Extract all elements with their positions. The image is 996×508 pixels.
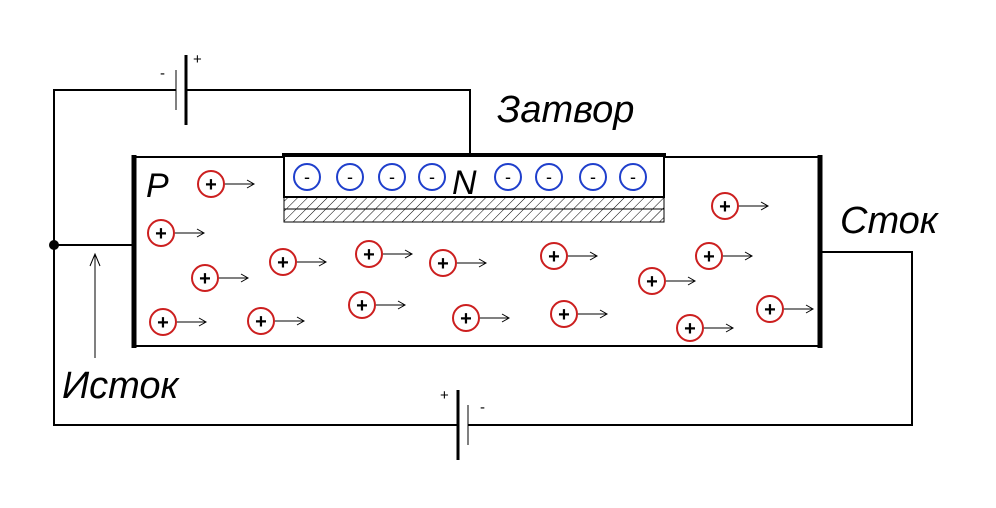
hole: + bbox=[695, 242, 754, 270]
hole: + bbox=[452, 304, 511, 332]
svg-text:+: + bbox=[646, 271, 658, 293]
electron: - bbox=[336, 163, 364, 191]
gate-label: Затвор bbox=[497, 89, 634, 131]
svg-text:+: + bbox=[157, 312, 169, 334]
hole: + bbox=[348, 291, 407, 319]
hole: + bbox=[711, 192, 770, 220]
electron: - bbox=[378, 163, 406, 191]
svg-text:+: + bbox=[277, 252, 289, 274]
hole: + bbox=[355, 240, 414, 268]
battery-top-minus: - bbox=[160, 65, 165, 82]
hole: + bbox=[149, 308, 208, 336]
hole: + bbox=[756, 295, 815, 323]
source-label: Исток bbox=[62, 365, 181, 407]
svg-text:+: + bbox=[548, 246, 560, 268]
electron: - bbox=[619, 163, 647, 191]
p-region-label: P bbox=[146, 167, 169, 205]
battery-top-plus: + bbox=[193, 51, 202, 68]
svg-text:+: + bbox=[460, 308, 472, 330]
hole: + bbox=[197, 170, 256, 198]
drain-label: Сток bbox=[840, 200, 940, 242]
svg-text:-: - bbox=[590, 167, 596, 187]
svg-text:+: + bbox=[558, 304, 570, 326]
svg-text:-: - bbox=[546, 167, 552, 187]
battery-bottom-minus: - bbox=[480, 399, 485, 416]
svg-text:+: + bbox=[719, 196, 731, 218]
svg-text:-: - bbox=[429, 167, 435, 187]
svg-text:+: + bbox=[437, 253, 449, 275]
depletion-layer-hatch-2 bbox=[283, 208, 665, 223]
svg-text:-: - bbox=[347, 167, 353, 187]
hole: + bbox=[550, 300, 609, 328]
svg-text:-: - bbox=[505, 167, 511, 187]
hole: + bbox=[676, 314, 735, 342]
n-region-label: N bbox=[452, 164, 477, 202]
hole: + bbox=[429, 249, 488, 277]
svg-text:+: + bbox=[155, 223, 167, 245]
svg-text:+: + bbox=[764, 299, 776, 321]
hole: + bbox=[191, 264, 250, 292]
hole: + bbox=[638, 267, 697, 295]
svg-text:+: + bbox=[199, 268, 211, 290]
svg-text:+: + bbox=[356, 295, 368, 317]
hole: + bbox=[540, 242, 599, 270]
svg-text:-: - bbox=[304, 167, 310, 187]
electron: - bbox=[535, 163, 563, 191]
svg-text:+: + bbox=[205, 174, 217, 196]
gate-circuit: - + bbox=[53, 51, 471, 245]
svg-text:+: + bbox=[255, 311, 267, 333]
svg-text:+: + bbox=[703, 246, 715, 268]
hole: + bbox=[269, 248, 328, 276]
svg-text:+: + bbox=[363, 244, 375, 266]
gate-structure bbox=[282, 153, 666, 223]
holes: + + + + + + + + + + + + + + + + + bbox=[147, 170, 815, 342]
source-pointer-arrowhead bbox=[89, 252, 101, 267]
svg-text:+: + bbox=[684, 318, 696, 340]
source-circuit: + - bbox=[49, 240, 913, 460]
battery-bottom-plus: + bbox=[440, 387, 449, 404]
svg-text:-: - bbox=[389, 167, 395, 187]
hole: + bbox=[247, 307, 306, 335]
hole: + bbox=[147, 219, 206, 247]
electron: - bbox=[293, 163, 321, 191]
electron: - bbox=[418, 163, 446, 191]
electron: - bbox=[494, 163, 522, 191]
electron: - bbox=[579, 163, 607, 191]
svg-text:-: - bbox=[630, 167, 636, 187]
electrons: - - - - - - - - bbox=[293, 163, 647, 191]
